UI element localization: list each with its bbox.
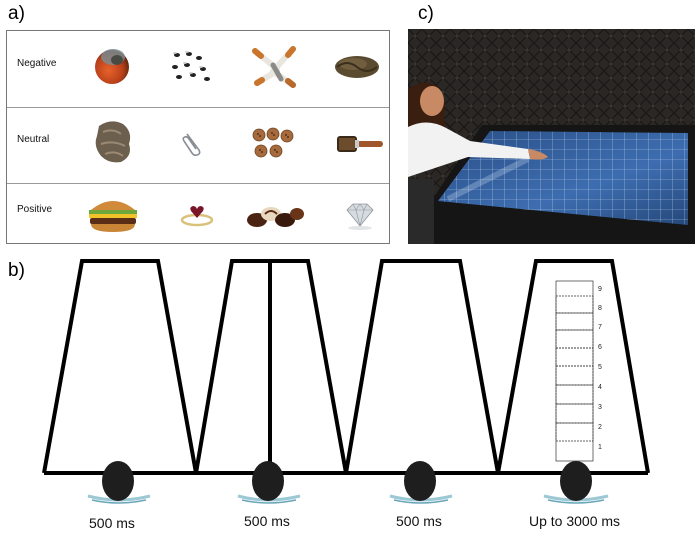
scale-number-5: 5 bbox=[598, 364, 602, 371]
scale-number-1: 1 bbox=[598, 444, 602, 451]
panel-label-b: b) bbox=[8, 260, 25, 281]
row-label-positive: Positive bbox=[17, 204, 53, 215]
chocolates-image bbox=[247, 207, 304, 227]
row-negative: Negative bbox=[7, 31, 389, 107]
scale-number-9: 9 bbox=[598, 286, 602, 293]
scale-number-4: 4 bbox=[598, 384, 602, 391]
rating-scale bbox=[555, 280, 594, 462]
cigarette-butts-image bbox=[252, 46, 296, 88]
scale-number-2: 2 bbox=[598, 424, 602, 431]
paperclip-image bbox=[182, 133, 201, 157]
touch-table-photo bbox=[408, 29, 695, 244]
stimulus-grid: Negative bbox=[6, 30, 390, 244]
scale-number-7: 7 bbox=[598, 324, 602, 331]
scale-number-8: 8 bbox=[598, 305, 602, 312]
hamburger-image bbox=[89, 201, 137, 232]
buttons-image bbox=[252, 127, 294, 158]
time-label-2: 500 ms bbox=[244, 513, 290, 529]
heart-ring-image bbox=[180, 206, 214, 227]
participant-marker-2 bbox=[237, 461, 301, 504]
scale-number-6: 6 bbox=[598, 344, 602, 351]
participant-markers bbox=[87, 461, 609, 504]
panel-label-c: c) bbox=[418, 3, 434, 24]
diamond-image bbox=[346, 203, 374, 230]
row-neutral: Neutral bbox=[7, 107, 389, 184]
flies-image bbox=[172, 51, 210, 81]
scale-number-3: 3 bbox=[598, 404, 602, 411]
time-label-3: 500 ms bbox=[396, 513, 442, 529]
crumpled-cloth-image bbox=[95, 121, 131, 163]
trapezoid-4 bbox=[496, 259, 650, 474]
trapezoid-1 bbox=[42, 259, 198, 474]
row-label-neutral: Neutral bbox=[17, 134, 50, 145]
row-label-negative: Negative bbox=[17, 58, 57, 69]
hairball-image bbox=[335, 56, 379, 78]
time-label-1: 500 ms bbox=[89, 515, 135, 531]
time-label-4: Up to 3000 ms bbox=[529, 513, 621, 529]
panel-label-a: a) bbox=[8, 3, 25, 24]
hairbrush-image bbox=[337, 136, 383, 152]
rotten-orange-image bbox=[95, 49, 129, 84]
participant-marker-4 bbox=[543, 461, 609, 504]
participant-marker-1 bbox=[87, 461, 151, 504]
trapezoid-3 bbox=[344, 259, 500, 474]
row-positive: Positive bbox=[7, 183, 389, 246]
participant-marker-3 bbox=[389, 461, 453, 504]
